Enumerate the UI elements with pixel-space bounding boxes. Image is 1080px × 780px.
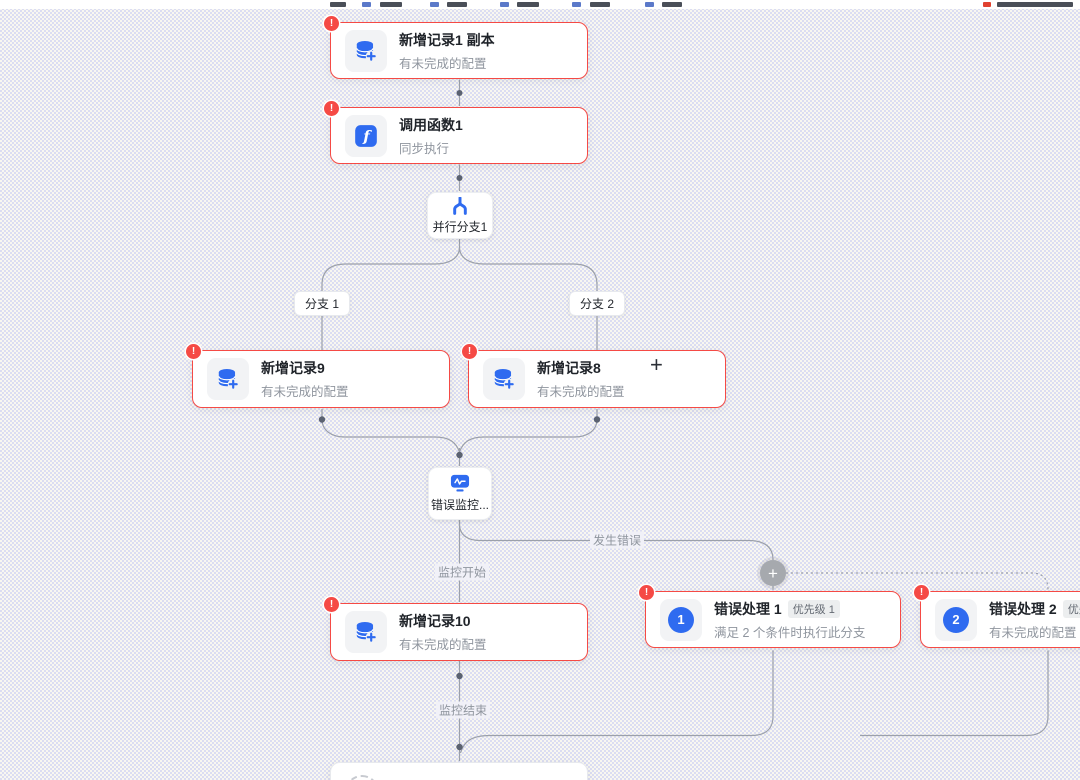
edge-label-monitor-start: 监控开始 bbox=[434, 563, 490, 581]
toolbar-icon bbox=[572, 2, 581, 7]
node-record9[interactable]: ! 新增记录9 有未完成的配置 bbox=[186, 344, 450, 408]
plus-cursor: + bbox=[650, 352, 663, 377]
node-subtitle: 有未完成的配置 bbox=[261, 385, 349, 399]
node-title: 新增记录8 bbox=[537, 360, 601, 376]
node-error-handler1[interactable]: ! 1 错误处理 1 优先级 1 满足 2 个条件时执行此分支 bbox=[639, 585, 901, 648]
error-badge: ! bbox=[462, 344, 477, 359]
edge-label-error-occurred: 发生错误 bbox=[589, 531, 645, 549]
toolbar-glyph bbox=[447, 2, 467, 7]
add-record-icon bbox=[483, 358, 525, 400]
parallel-branch-icon bbox=[453, 196, 467, 215]
node-record1-copy[interactable]: ! 新增记录1 副本 有未完成的配置 bbox=[324, 16, 588, 79]
branch1-label[interactable]: 分支 1 bbox=[293, 291, 351, 316]
node-subtitle: 有未完成的配置 bbox=[399, 56, 487, 71]
node-subtitle: 满足 2 个条件时执行此分支 bbox=[714, 625, 866, 640]
branch2-label[interactable]: 分支 2 bbox=[568, 291, 626, 316]
node-subtitle: 有未完成的配置 bbox=[399, 638, 487, 652]
priority-tag: 优先级 2 bbox=[1062, 599, 1080, 618]
add-record-icon bbox=[345, 29, 387, 72]
node-label: 错误监控... bbox=[430, 498, 489, 512]
toolbar-status-icon bbox=[983, 2, 991, 7]
node-title: 错误处理 1 bbox=[714, 600, 782, 617]
node-title: 新增记录1 副本 bbox=[399, 31, 495, 48]
node-list-loop[interactable]: 列表循环1 副本222 bbox=[330, 762, 588, 780]
node-error-handler2[interactable]: ! 2 错误处理 2 优先级 2 有未完成的配置 bbox=[914, 585, 1080, 648]
node-subtitle: 有未完成的配置 bbox=[537, 385, 625, 399]
node-subtitle: 同步执行 bbox=[399, 141, 450, 156]
node-record8[interactable]: ! 新增记录8 有未完成的配置 bbox=[462, 344, 726, 408]
toolbar-glyph bbox=[590, 2, 610, 7]
add-record-icon bbox=[345, 611, 387, 653]
node-title: 错误处理 2 bbox=[989, 600, 1057, 617]
error-badge: ! bbox=[324, 597, 339, 612]
toolbar-glyph bbox=[662, 2, 682, 7]
toolbar-icon bbox=[500, 2, 509, 7]
edge-label-monitor-end: 监控结束 bbox=[435, 701, 491, 719]
svg-text:f: f bbox=[362, 127, 372, 145]
toolbar-glyph bbox=[330, 2, 346, 7]
loop-icon bbox=[345, 775, 379, 780]
condition-2-icon: 2 bbox=[935, 598, 977, 641]
node-subtitle: 有未完成的配置 bbox=[989, 625, 1077, 640]
add-record-icon bbox=[207, 358, 249, 400]
node-record10[interactable]: ! 新增记录10 有未完成的配置 bbox=[324, 597, 588, 661]
error-badge: ! bbox=[639, 585, 654, 600]
node-label: 并行分支1 bbox=[432, 219, 488, 234]
error-badge: ! bbox=[186, 344, 201, 359]
node-parallel-branch1[interactable]: 并行分支1 bbox=[427, 192, 493, 239]
toolbar-icon bbox=[430, 2, 439, 7]
node-title: 新增记录9 bbox=[261, 360, 325, 376]
toolbar-glyph bbox=[517, 2, 539, 7]
node-call-function1[interactable]: ! f 调用函数1 同步执行 bbox=[324, 101, 588, 164]
node-title: 调用函数1 bbox=[399, 116, 463, 133]
toolbar-glyph bbox=[380, 2, 402, 7]
condition-1-icon: 1 bbox=[660, 598, 702, 641]
error-badge: ! bbox=[324, 16, 339, 31]
toolbar-status-text bbox=[997, 2, 1073, 7]
function-icon: f bbox=[345, 114, 387, 157]
node-error-monitor[interactable]: 错误监控... bbox=[428, 467, 492, 520]
add-branch-button[interactable]: + bbox=[760, 560, 786, 586]
error-badge: ! bbox=[324, 101, 339, 116]
monitor-icon bbox=[450, 474, 470, 492]
error-badge: ! bbox=[914, 585, 929, 600]
top-toolbar bbox=[0, 0, 1080, 9]
toolbar-icon bbox=[362, 2, 371, 7]
toolbar-icon bbox=[645, 2, 654, 7]
node-title: 新增记录10 bbox=[399, 613, 471, 629]
priority-tag: 优先级 1 bbox=[787, 599, 840, 618]
